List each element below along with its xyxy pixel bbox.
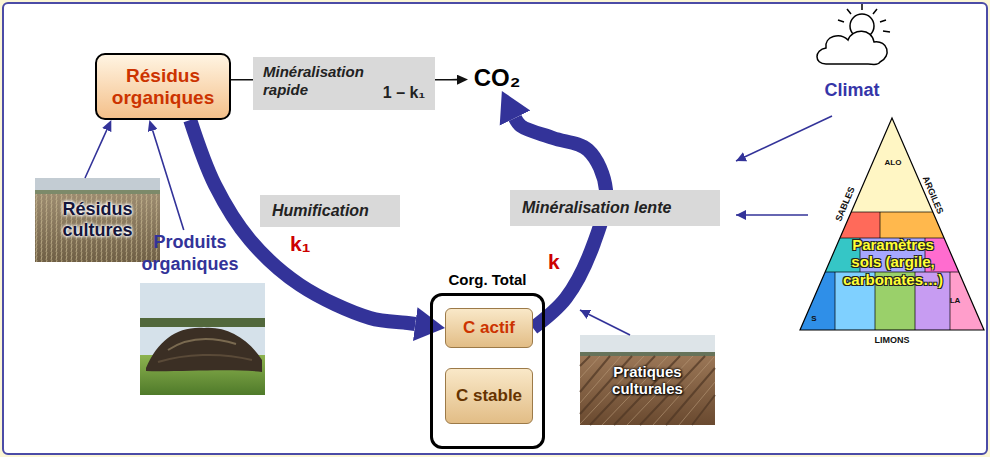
manure-photo bbox=[140, 283, 265, 395]
output-node: CO₂ bbox=[468, 62, 526, 94]
rate-label: k bbox=[548, 250, 560, 274]
texture-triangle-art bbox=[798, 112, 988, 332]
weather-icon bbox=[838, 4, 890, 32]
manure-photo bbox=[146, 328, 262, 372]
tillage-photo bbox=[580, 335, 715, 425]
tillage-photo bbox=[580, 356, 715, 425]
manure-photo bbox=[158, 355, 252, 362]
weather-icon bbox=[817, 31, 887, 64]
rate-label: k₁ bbox=[290, 232, 310, 256]
node-text: Climat bbox=[824, 80, 879, 101]
tillage-photo bbox=[580, 356, 715, 425]
process-label: Humification bbox=[260, 195, 400, 227]
tillage-photo bbox=[580, 356, 715, 425]
texture-triangle-art bbox=[798, 112, 988, 332]
node-text: LIMONS bbox=[875, 335, 910, 345]
photo-panel: Résidus cultures bbox=[35, 178, 160, 262]
influence-arrow bbox=[580, 310, 630, 335]
node-text: Minéralisation lente bbox=[522, 199, 671, 217]
node-text: 1 – k₁ bbox=[383, 84, 425, 102]
node-text: CO₂ bbox=[474, 64, 521, 92]
pool-box: Corg. TotalC actifC stable bbox=[430, 293, 545, 449]
node-text: Minéralisation rapide bbox=[263, 63, 381, 99]
manure-photo bbox=[140, 318, 265, 327]
tillage-photo bbox=[580, 352, 715, 356]
pool-box: C actif bbox=[445, 308, 533, 348]
source-box: Résidus organiques bbox=[95, 53, 231, 120]
node-text: C actif bbox=[463, 318, 515, 338]
node-text: Résidus organiques bbox=[107, 65, 219, 109]
field-photo bbox=[35, 178, 160, 191]
node-text: C stable bbox=[456, 386, 522, 406]
field-photo bbox=[35, 178, 160, 262]
node-text: Humification bbox=[272, 202, 369, 220]
field-photo bbox=[35, 194, 160, 262]
process-label: Minéralisation lente bbox=[510, 190, 720, 226]
node-text: Corg. Total bbox=[433, 271, 542, 288]
flow-arrow bbox=[435, 79, 457, 81]
manure-photo bbox=[168, 339, 236, 350]
photo-panel: Pratiques culturales bbox=[580, 335, 715, 425]
pool-box: C stable bbox=[445, 368, 533, 424]
influence-arrow bbox=[736, 214, 808, 216]
flow-arrow bbox=[231, 79, 253, 81]
node-text: ARGILES bbox=[921, 175, 946, 216]
field-photo bbox=[35, 190, 160, 194]
flow-arrow bbox=[190, 120, 415, 324]
node-text: Paramètres sols (argile, carbonates…) bbox=[841, 236, 945, 288]
node-text: SABLES bbox=[833, 185, 856, 223]
texture-triangle-art bbox=[950, 272, 988, 332]
node-text: ALO bbox=[885, 158, 902, 167]
texture-triangle-art bbox=[798, 112, 988, 212]
flow-arrow bbox=[85, 130, 107, 178]
node-text: S bbox=[811, 314, 816, 323]
field-photo bbox=[35, 178, 160, 262]
manure-photo bbox=[140, 283, 265, 395]
texture-triangle-art bbox=[800, 118, 984, 330]
climate-icon: Climat bbox=[812, 8, 892, 104]
node-text: Produits organiques bbox=[140, 232, 240, 275]
node-text: Résidus cultures bbox=[48, 199, 148, 240]
tillage-photo bbox=[580, 335, 715, 425]
texture-triangle-art bbox=[798, 238, 860, 272]
texture-triangle-art bbox=[798, 212, 988, 332]
weather-icon bbox=[817, 4, 890, 65]
flow-arrow bbox=[153, 131, 184, 231]
node-text: LA bbox=[950, 296, 961, 305]
texture-triangle: ALO SABLES ARGILES Paramètres sols (argile,… bbox=[798, 112, 984, 348]
influence-arrow bbox=[736, 116, 832, 161]
node-text: Pratiques culturales bbox=[593, 363, 703, 398]
photo-panel: Produits organiques bbox=[140, 230, 265, 395]
process-label: Minéralisation rapide1 – k₁ bbox=[253, 57, 435, 110]
